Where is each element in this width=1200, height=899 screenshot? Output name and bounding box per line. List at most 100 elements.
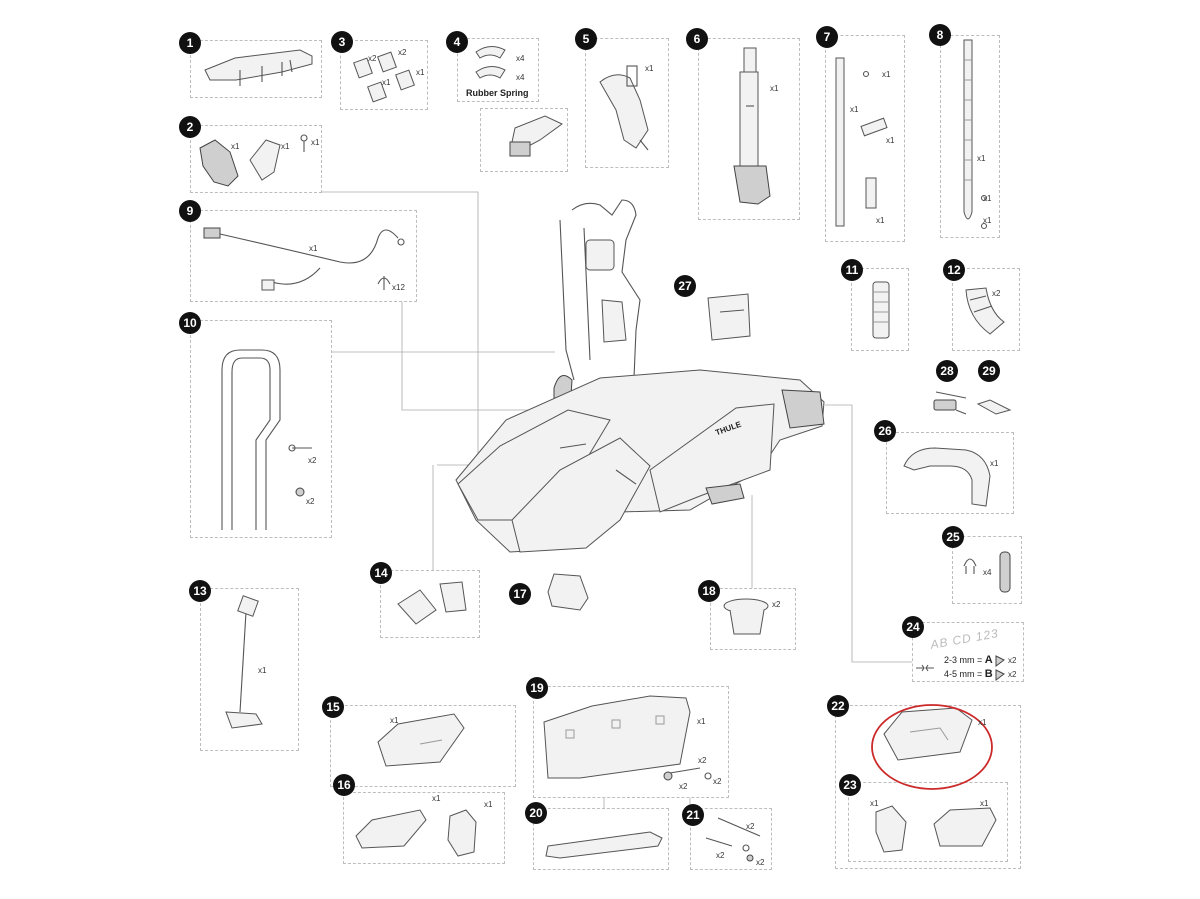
- part-frame-11: [851, 268, 909, 351]
- badge-part-5: 5: [575, 28, 597, 50]
- part-frame-14: [380, 570, 480, 638]
- part-frame-19: [533, 686, 729, 798]
- part-13-rod-art: [225, 595, 263, 729]
- badge-part-25: 25: [942, 526, 964, 548]
- qty-part-21a: x2: [746, 822, 755, 831]
- qty-part-9b: x12: [392, 283, 405, 292]
- badge-part-9: 9: [179, 200, 201, 222]
- badge-part-4: 4: [446, 31, 468, 53]
- part-frame-4: [457, 38, 539, 102]
- spec-a-letter: A: [984, 654, 993, 666]
- part-frame-25: [952, 536, 1022, 604]
- qty-part-13: x1: [258, 666, 267, 675]
- qty-part-18: x2: [772, 600, 781, 609]
- part-7-strap-art: [835, 57, 888, 227]
- part-frame-21: [690, 808, 772, 870]
- badge-part-12: 12: [943, 259, 965, 281]
- part-frame-7: [825, 35, 905, 242]
- part-1-bracket-art: [204, 49, 313, 86]
- part-18-cap-art: [723, 598, 769, 635]
- qty-part-5: x1: [645, 64, 654, 73]
- part-23-covers-art: [875, 805, 997, 853]
- qty-part-19b: x2: [698, 756, 707, 765]
- qty-part-15: x1: [390, 716, 399, 725]
- part-frame-16: [343, 792, 505, 864]
- badge-part-18: 18: [698, 580, 720, 602]
- part-frame-18: [710, 588, 796, 650]
- part-frame-24: [912, 622, 1024, 682]
- qty-part-3d: x1: [416, 68, 425, 77]
- badge-part-1: 1: [179, 32, 201, 54]
- qty-part-19a: x1: [697, 717, 706, 726]
- badge-part-20: 20: [525, 802, 547, 824]
- part-17-clip-art: [547, 573, 589, 611]
- part-25-clips-art: [963, 551, 1011, 593]
- spec-b-letter: B: [984, 668, 993, 680]
- qty-part-19c: x2: [679, 782, 688, 791]
- qty-part-23b: x1: [980, 799, 989, 808]
- badge-part-3: 3: [331, 31, 353, 53]
- part-24-thickness-icon: [916, 655, 1005, 681]
- part-frame-20: [533, 808, 669, 870]
- qty-part-10b: x2: [306, 497, 315, 506]
- part-frame-10: [190, 320, 332, 538]
- spec-b-text: 4-5 mm =: [944, 669, 983, 679]
- part-frame-26: [886, 432, 1014, 514]
- qty-part-22: x1: [978, 718, 987, 727]
- badge-part-19: 19: [526, 677, 548, 699]
- qty-part-8b: x1: [983, 194, 992, 203]
- qty-part-2c: x1: [311, 138, 320, 147]
- part-22-cover-art: [883, 707, 973, 761]
- qty-part-3c: x1: [382, 78, 391, 87]
- badge-part-8: 8: [929, 24, 951, 46]
- part-29-key-art: [976, 399, 1012, 415]
- badge-part-2: 2: [179, 116, 201, 138]
- qty-part-3a: x2: [368, 54, 377, 63]
- qty-part-21b: x2: [716, 851, 725, 860]
- part-frame-13: [200, 588, 299, 751]
- qty-part-19d: x2: [713, 777, 722, 786]
- part-frame-8: [940, 35, 1000, 238]
- badge-part-17: 17: [509, 583, 531, 605]
- part-19-plate-holder-art: [543, 695, 712, 781]
- qty-part-7a: x1: [882, 70, 891, 79]
- rubber-spring-caption: Rubber Spring: [466, 88, 529, 98]
- spec-b-line: 4-5 mm = B: [944, 668, 993, 680]
- part-frame-1: [190, 40, 322, 98]
- part-frame-5: [585, 38, 669, 168]
- bike-carrier-assembly-art: [455, 199, 825, 553]
- badge-part-16: 16: [333, 774, 355, 796]
- red-ellipse-highlight-icon: [871, 704, 993, 790]
- part-4-rubber-spring-art: [475, 46, 563, 157]
- badge-part-29: 29: [978, 360, 1000, 382]
- badge-part-27: 27: [674, 275, 696, 297]
- part-14-brackets-art: [397, 581, 467, 625]
- badge-part-10: 10: [179, 312, 201, 334]
- qty-part-10a: x2: [308, 456, 317, 465]
- qty-part-8a: x1: [977, 154, 986, 163]
- badge-part-6: 6: [686, 28, 708, 50]
- part-15-cover-art: [377, 713, 465, 767]
- part-frame-15: [330, 705, 516, 787]
- part-16-covers-art: [355, 809, 477, 857]
- part-6-frame-holder-art: [733, 47, 771, 205]
- qty-part-21c: x2: [756, 858, 765, 867]
- spec-a-text: 2-3 mm =: [944, 655, 983, 665]
- part-frame-23: [848, 782, 1008, 862]
- part-frame-12: [952, 268, 1020, 351]
- qty-part-4b: x4: [516, 73, 525, 82]
- part-28-lock-art: [933, 391, 967, 415]
- part-10-frame-art: [221, 349, 312, 530]
- badge-part-7: 7: [816, 26, 838, 48]
- badge-part-24: 24: [902, 616, 924, 638]
- qty-part-16b: x1: [484, 800, 493, 809]
- badge-part-23: 23: [839, 774, 861, 796]
- part-27-sleeve-art: [707, 293, 751, 341]
- part-frame-2: [190, 125, 322, 193]
- qty-part-23a: x1: [870, 799, 879, 808]
- qty-part-4a: x4: [516, 54, 525, 63]
- badge-part-22: 22: [827, 695, 849, 717]
- part-frame-9: [190, 210, 417, 302]
